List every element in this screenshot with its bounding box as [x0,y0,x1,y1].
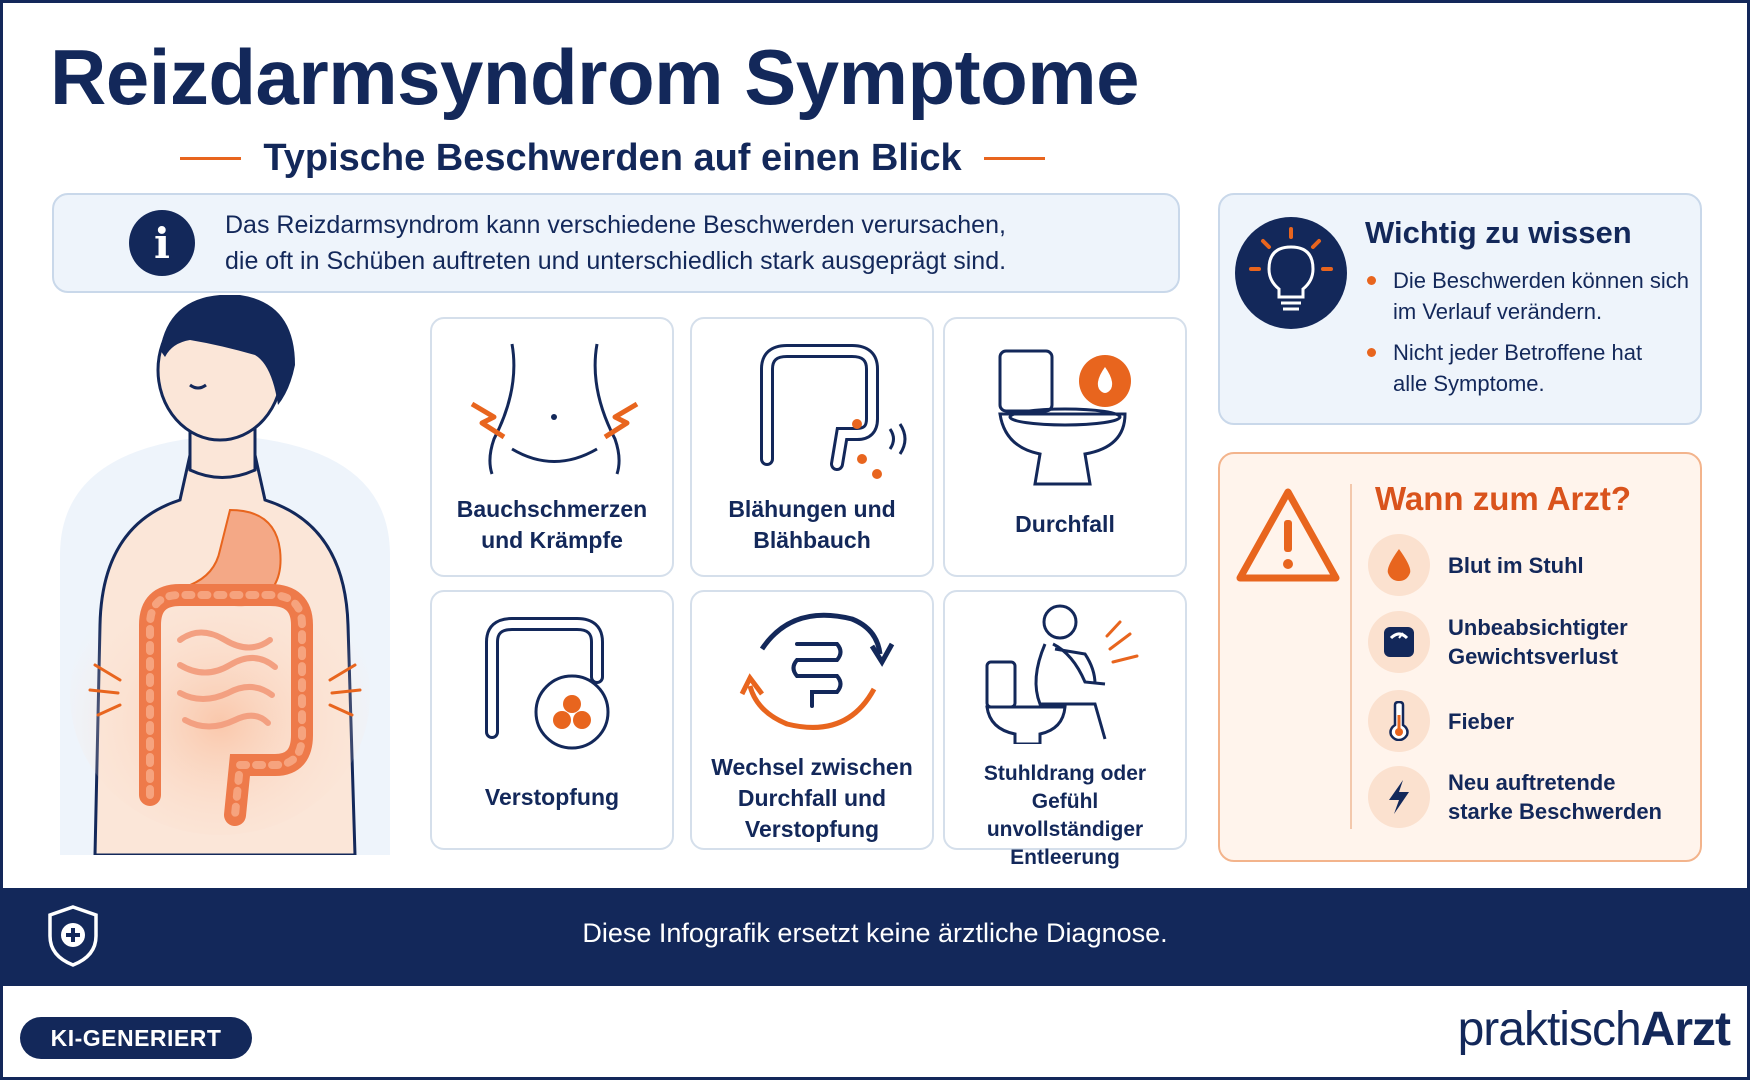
human-torso-illustration [40,294,410,857]
toilet-icon [998,349,1131,486]
info-box: i Das Reizdarmsyndrom kann verschiedene … [52,193,1180,293]
symptom-label: Stuhldrang oder Gefühl unvollständiger E… [983,762,1147,869]
symptom-card-bauchschmerzen: Bauchschmerzen und Krämpfe [430,317,674,577]
arzt-panel: Wann zum Arzt? Blut im Stuhl Unbeabsicht… [1218,452,1702,862]
symptom-card-wechsel: Wechsel zwischen Durchfall und Verstopfu… [690,590,934,850]
info-text: Das Reizdarmsyndrom kann verschiedene Be… [225,207,1006,279]
arzt-divider [1350,484,1352,829]
lightning-icon [1368,766,1430,828]
info-line-1: Das Reizdarmsyndrom kann verschiedene Be… [225,211,1006,239]
list-item: Die Beschwerden können sich im Verlauf v… [1365,265,1695,327]
arzt-item-fieber: Fieber [1368,690,1688,752]
constipation-icon [485,617,610,750]
subtitle-dash-right [983,156,1045,160]
symptom-label: Verstopfung [484,784,620,810]
warning-icon [1236,488,1340,582]
person-toilet-icon [985,604,1139,746]
blood-drop-icon [1368,534,1430,596]
disclaimer-text: Diese Infografik ersetzt keine ärztliche… [582,918,1168,948]
symptom-label: Blähungen und Blähbauch [728,496,896,553]
cycle-intestine-icon [739,612,895,730]
symptom-label: Bauchschmerzen und Krämpfe [456,496,648,553]
bloating-icon [760,344,907,479]
symptom-card-verstopfung: Verstopfung [430,590,674,850]
subtitle-row: Typische Beschwerden auf einen Blick [180,130,1045,186]
page-subtitle: Typische Beschwerden auf einen Blick [263,136,962,179]
footer-band: Diese Infografik ersetzt keine ärztliche… [0,888,1750,986]
symptom-card-durchfall: Durchfall [943,317,1187,577]
symptom-label: Durchfall [1015,511,1115,537]
subtitle-dash-left [180,156,242,160]
arzt-item-beschwerden: Neu auftretende starke Beschwerden [1368,766,1688,828]
symptom-card-stuhldrang: Stuhldrang oder Gefühl unvollständiger E… [943,590,1187,869]
brand-logo: praktischArzt [1457,1003,1731,1056]
symptom-card-blaehungen: Blähungen und Blähbauch [690,317,934,577]
symptom-label: Wechsel zwischen Durchfall und Verstopfu… [711,754,913,842]
torso-intestine-icon [60,294,390,857]
wichtig-panel: Wichtig zu wissen Die Beschwerden können… [1218,193,1702,425]
info-icon: i [129,210,195,276]
thermometer-icon [1368,690,1430,752]
info-line-2: die oft in Schüben auftreten und untersc… [225,247,1007,275]
shield-plus-icon [48,905,98,967]
arzt-item-gewicht: Unbeabsichtigter Gewichtsverlust [1368,611,1688,673]
scale-icon [1368,611,1430,673]
arzt-item-blut: Blut im Stuhl [1368,534,1688,596]
abdomen-pain-icon [470,343,639,475]
page-title: Reizdarmsyndrom Symptome [50,33,1139,121]
ki-badge: KI-GENERIERT [20,1017,252,1059]
wichtig-list: Die Beschwerden können sich im Verlauf v… [1365,265,1695,409]
lightbulb-icon [1235,217,1347,329]
list-item: Nicht jeder Betroffene hat alle Symptome… [1365,337,1695,399]
arzt-title: Wann zum Arzt? [1375,480,1632,517]
wichtig-title: Wichtig zu wissen [1365,215,1632,250]
